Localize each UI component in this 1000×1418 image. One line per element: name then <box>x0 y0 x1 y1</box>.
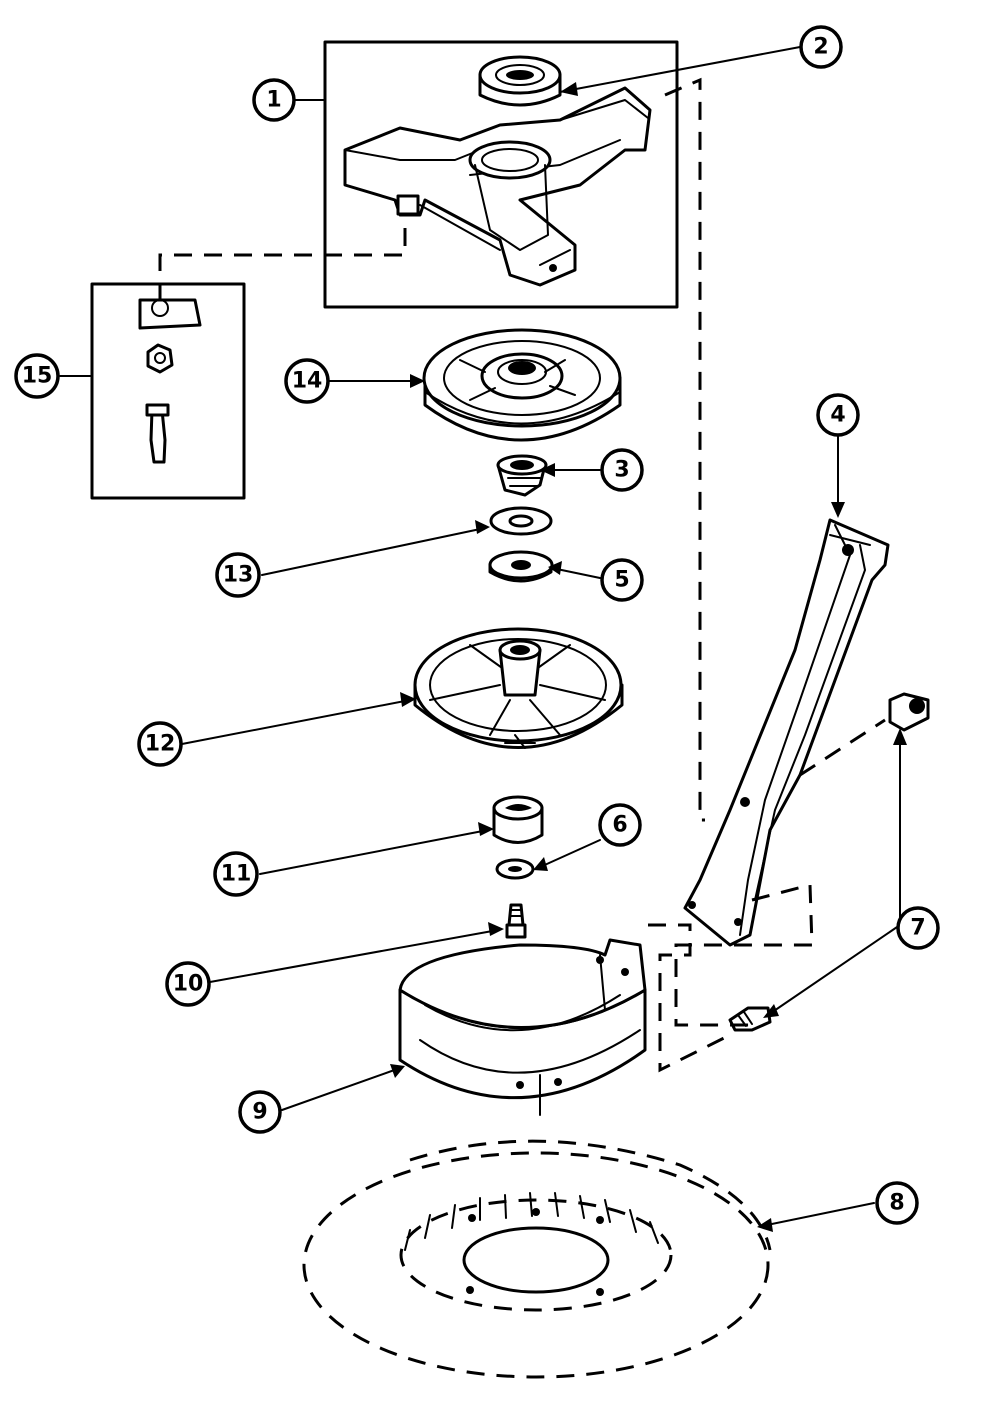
washer-5-part <box>488 550 554 583</box>
callout-11: 11 <box>213 851 259 897</box>
clutch-pulley-part <box>413 627 624 749</box>
callout-15: 15 <box>14 353 60 399</box>
callout-14-label: 14 <box>292 369 323 394</box>
hub-spider-part <box>343 86 652 287</box>
callout-9-label: 9 <box>252 1100 267 1125</box>
callout-14: 14 <box>284 358 330 404</box>
callout-9: 9 <box>238 1090 282 1134</box>
callout-3-label: 3 <box>614 458 629 483</box>
callout-13-label: 13 <box>223 563 254 588</box>
callout-12-label: 12 <box>145 732 176 757</box>
callout-10-label: 10 <box>173 972 204 997</box>
callout-12: 12 <box>137 721 183 767</box>
tub-base-part <box>302 1139 772 1379</box>
callout-7-label: 7 <box>910 916 925 941</box>
callout-8-label: 8 <box>889 1191 904 1216</box>
drive-pulley-part <box>422 328 622 442</box>
leader-lines <box>59 46 907 1232</box>
callout-1: 1 <box>252 78 296 122</box>
fastener-kit-part <box>138 298 202 464</box>
support-arm-part <box>683 518 890 947</box>
callout-8: 8 <box>875 1181 919 1225</box>
bolt-7-lower-part <box>728 1006 772 1032</box>
callout-13: 13 <box>215 552 261 598</box>
callout-2: 2 <box>799 25 843 69</box>
callout-10: 10 <box>165 961 211 1007</box>
washer-6-part <box>495 858 535 880</box>
bearing-part <box>478 55 562 107</box>
callout-7: 7 <box>896 906 940 950</box>
pulley-nut-part <box>496 454 548 497</box>
callout-5: 5 <box>600 558 644 602</box>
callout-2-label: 2 <box>813 35 828 60</box>
callout-4-label: 4 <box>830 403 845 428</box>
callout-4: 4 <box>816 393 860 437</box>
callout-3: 3 <box>600 448 644 492</box>
callout-1-label: 1 <box>266 88 281 113</box>
callout-5-label: 5 <box>614 568 629 593</box>
brake-shield-part <box>398 938 647 1116</box>
washer-13-part <box>489 506 553 536</box>
hub-assembly-box <box>323 40 679 309</box>
callout-15-label: 15 <box>22 364 53 389</box>
screw-10-part <box>505 903 527 939</box>
callout-6-label: 6 <box>612 813 627 838</box>
clutch-spring-part <box>492 795 544 844</box>
callout-11-label: 11 <box>221 862 252 887</box>
fastener-kit-box <box>90 282 246 500</box>
bolt-7-upper-part <box>888 692 930 732</box>
callout-6: 6 <box>598 803 642 847</box>
